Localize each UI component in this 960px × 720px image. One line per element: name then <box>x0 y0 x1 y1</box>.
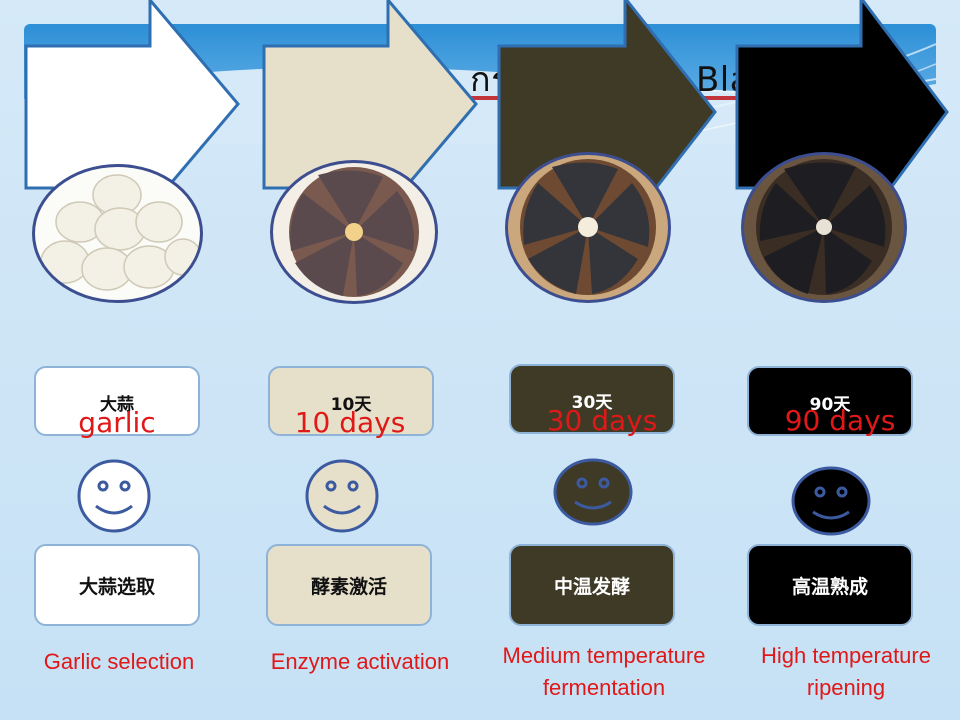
stage-2-caption: Enzyme activation <box>270 649 450 674</box>
stage-3-red-label: 30 days <box>546 404 658 437</box>
smiley-face-icon <box>77 459 151 533</box>
smiley-face-icon <box>305 459 379 533</box>
stage-2-bottom-label-box: 酵素激活 <box>266 544 432 626</box>
garlic-cross-section-10-days-image <box>270 160 438 304</box>
stage-4-bottom-label: 高温熟成 <box>791 575 868 598</box>
stage-1-red-label: garlic <box>78 406 156 439</box>
stage-3-top-label: 30天 <box>571 393 613 413</box>
stage-4-red-label: 90 days <box>784 404 896 437</box>
stage-enzyme-activation: 10天 10 days 酵素激活 Enzyme activation <box>262 0 478 720</box>
smiley-face-icon <box>791 466 871 536</box>
smiley-face-icon <box>553 458 633 526</box>
stage-1-caption: Garlic selection <box>43 649 195 674</box>
stage-1-bottom-label: 大蒜选取 <box>78 575 155 598</box>
stage-4-bottom-label-box: 高温熟成 <box>747 544 913 626</box>
stage-3-bottom-label: 中温发酵 <box>553 575 630 598</box>
garlic-cross-section-30-days-image <box>505 152 671 303</box>
stage-3-top-label-box: 30天 <box>509 364 675 434</box>
garlic-bulbs-image <box>32 164 203 303</box>
stage-high-temperature-ripening: 90天 90 days 高温熟成 High temperature ripeni… <box>735 0 949 720</box>
stage-2-red-label: 10 days <box>294 406 406 439</box>
stage-3-bottom-label-box: 中温发酵 <box>509 544 675 626</box>
garlic-cross-section-90-days-image <box>741 152 907 303</box>
stage-2-bottom-label: 酵素激活 <box>310 575 387 598</box>
stage-4-top-label: 90天 <box>809 395 851 415</box>
stage-3-caption: Medium temperature fermentation <box>502 643 706 700</box>
arrow-shape <box>262 0 478 213</box>
stage-1-top-label-box: 大蒜 <box>34 366 200 436</box>
stage-4-caption: High temperature ripening <box>761 643 931 700</box>
stage-garlic-selection: 大蒜 garlic 大蒜选取 Garlic selection <box>24 0 240 720</box>
stage-4-top-label-box: 90天 <box>747 366 913 436</box>
stage-2-top-label-box: 10天 <box>268 366 434 436</box>
stage-2-top-label: 10天 <box>330 395 372 415</box>
arrow-shape <box>24 0 240 213</box>
stage-medium-temperature-fermentation: 30天 30 days 中温发酵 Medium temperature ferm… <box>497 0 717 720</box>
stage-1-top-label: 大蒜 <box>100 395 134 415</box>
stage-1-bottom-label-box: 大蒜选取 <box>34 544 200 626</box>
